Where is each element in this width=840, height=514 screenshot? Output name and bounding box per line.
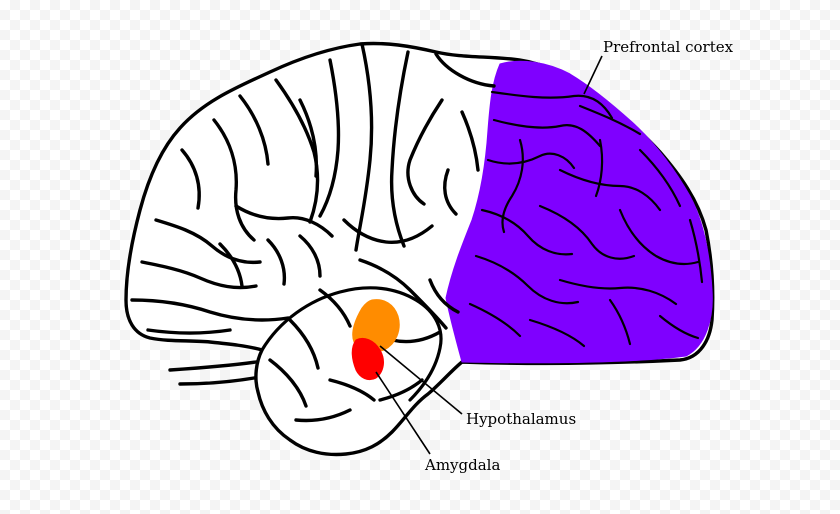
prefrontal-sulci: [468, 90, 704, 348]
amygdala-label: Amygdala: [424, 456, 500, 474]
hypothalamus-leader: [379, 345, 463, 415]
amygdala-region: [351, 337, 384, 381]
brain-sulci: [130, 42, 496, 423]
temporal-lobe-outline: [260, 286, 443, 402]
prefrontal-cortex-label: Prefrontal cortex: [603, 38, 734, 56]
prefrontal-cortex-leader: [583, 55, 603, 95]
prefrontal-cortex-region: [445, 60, 713, 364]
amygdala-leader: [375, 371, 431, 455]
hypothalamus-label: Hypothalamus: [466, 410, 576, 428]
